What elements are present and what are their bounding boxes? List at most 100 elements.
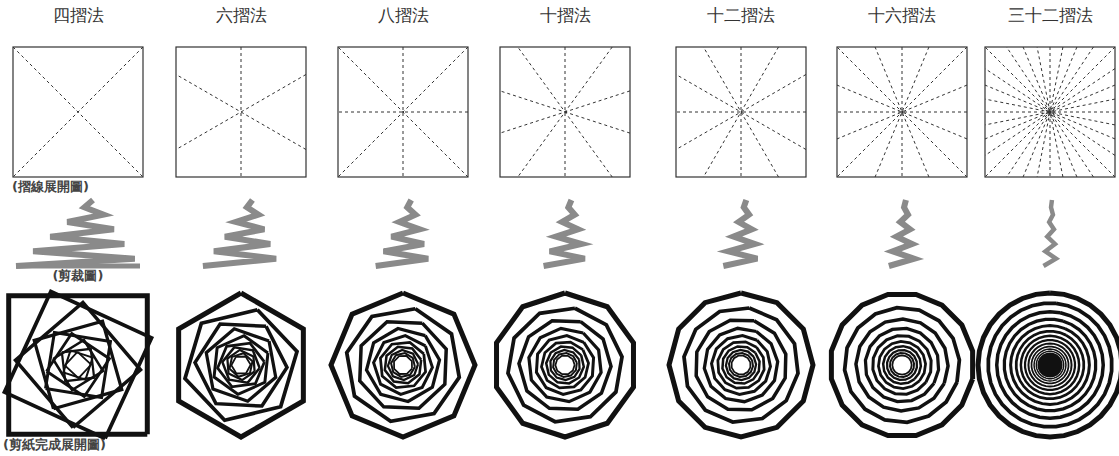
cut-pattern-ring	[63, 350, 92, 379]
method-heading: 十摺法	[540, 6, 591, 26]
pattern-core	[1038, 353, 1062, 377]
method-heading: 八摺法	[378, 6, 429, 26]
paper-square	[837, 47, 967, 177]
method-heading: 六摺法	[216, 6, 267, 26]
cut-pattern-ring	[230, 353, 253, 377]
cut-pattern-ring	[536, 336, 593, 395]
cut-pattern-ring	[722, 346, 759, 383]
cut-pattern-ring	[214, 336, 268, 395]
cut-pattern-ring	[497, 293, 634, 437]
fold-line	[1023, 47, 1077, 177]
row-caption: (剪裁圖)	[53, 269, 104, 284]
cut-pattern-ring	[856, 319, 948, 411]
cut-pattern-ring	[1032, 347, 1069, 384]
fold-line	[676, 74, 806, 149]
fold-column	[176, 47, 306, 437]
fold-line	[518, 47, 612, 177]
cut-pattern-ring	[47, 334, 110, 397]
paper-square	[338, 47, 468, 177]
method-heading: 十六摺法	[868, 6, 936, 26]
method-heading: 四摺法	[53, 6, 104, 26]
cut-pattern-ring	[696, 320, 786, 410]
cut-pattern-ring	[529, 328, 601, 401]
fold-line	[1007, 47, 1094, 177]
cut-pattern-ring	[4, 291, 151, 438]
cut-pattern-ring	[380, 342, 425, 387]
cut-pattern-ring	[185, 310, 297, 420]
fold-line	[176, 74, 306, 149]
cut-pattern-ring	[546, 347, 584, 384]
cut-pattern-ring	[391, 353, 415, 377]
cut-pattern-ring	[1016, 331, 1083, 398]
cut-pattern-ring	[732, 356, 751, 375]
fold-line	[1037, 47, 1063, 177]
fold-line	[1023, 47, 1077, 177]
cut-pattern-ring	[366, 328, 439, 401]
fold-column	[978, 47, 1119, 437]
cut-pattern-ring	[179, 293, 304, 437]
fold-line	[875, 47, 929, 177]
cut-pattern-ring	[34, 321, 122, 409]
cut-pattern-ring	[669, 293, 813, 437]
fold-line	[176, 74, 306, 149]
fold-line	[985, 47, 1115, 177]
cut-pattern-ring	[195, 324, 287, 406]
fold-column	[331, 47, 475, 437]
cut-pattern-ring	[1038, 353, 1062, 377]
cut-pattern-ring	[222, 347, 259, 382]
cut-pattern-ring	[374, 336, 433, 395]
cut-pattern-ring	[231, 357, 250, 374]
cut-pattern-ring	[508, 308, 622, 421]
cut-pattern-ring	[550, 350, 579, 380]
cut-pattern-ring	[1028, 343, 1071, 386]
cut-pattern-ring	[65, 352, 91, 378]
cut-pattern-ring	[883, 346, 921, 384]
cut-pattern-ring	[360, 322, 446, 408]
fold-line	[13, 47, 143, 177]
cut-pattern-ring	[684, 308, 798, 422]
cut-pattern-ring	[887, 350, 917, 380]
fold-line	[703, 47, 778, 177]
cut-shape	[889, 200, 914, 266]
fold-line	[338, 47, 468, 177]
cut-pattern-ring	[15, 302, 140, 427]
cut-pattern-ring	[726, 350, 756, 380]
cut-pattern-ring	[347, 309, 460, 422]
cut-pattern-ring	[53, 340, 103, 390]
paper-square	[500, 47, 630, 177]
cut-pattern-ring	[1034, 349, 1066, 381]
cut-pattern-ring	[385, 347, 421, 383]
method-heading: 十二摺法	[707, 6, 775, 26]
cut-pattern-ring	[845, 308, 960, 423]
fold-line	[338, 47, 468, 177]
fold-column	[4, 47, 151, 439]
fold-line	[1007, 47, 1094, 177]
cut-pattern-ring	[878, 341, 925, 388]
cut-pattern-ring	[227, 350, 254, 380]
cut-pattern-ring	[1004, 319, 1095, 410]
cut-pattern-ring	[331, 293, 475, 437]
cut-shape	[203, 200, 276, 266]
fold-line	[985, 47, 1115, 177]
cut-pattern-ring	[997, 312, 1104, 419]
cut-pattern-ring	[9, 296, 148, 435]
fold-column	[497, 47, 634, 437]
cut-pattern-ring	[62, 349, 94, 381]
cut-pattern-ring	[218, 343, 265, 387]
cut-shape	[723, 200, 757, 266]
cut-pattern-ring	[729, 353, 753, 377]
cut-pattern-ring	[712, 336, 771, 395]
fold-line	[837, 47, 967, 177]
fold-line	[837, 47, 967, 177]
cut-pattern-ring	[1025, 340, 1075, 390]
cut-pattern-ring	[873, 336, 931, 394]
cut-pattern-ring	[206, 329, 276, 401]
cut-pattern-ring	[555, 356, 574, 374]
fold-line	[518, 47, 612, 177]
fold-line	[676, 74, 806, 149]
cut-shape	[376, 200, 429, 266]
cut-pattern-ring	[388, 350, 418, 380]
paper-square	[985, 47, 1115, 177]
cut-pattern-ring	[892, 355, 911, 374]
